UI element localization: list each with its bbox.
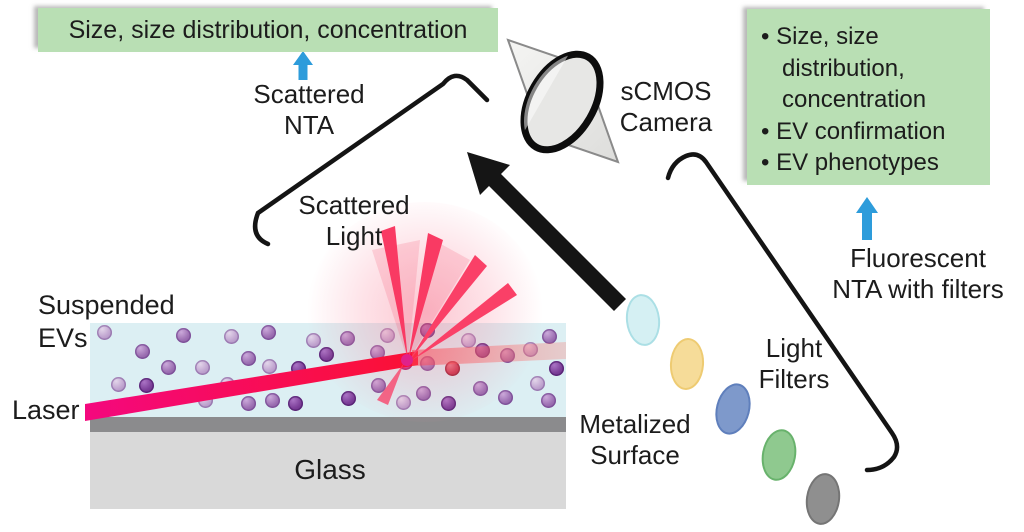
result-bullet: EV confirmation: [761, 116, 980, 148]
green-filter: [757, 426, 801, 484]
yellow-filter: [668, 336, 706, 392]
fluorescent-nta-results-box: Size, size distribution, concentrationEV…: [747, 9, 990, 185]
up-arrow-left-icon: [293, 51, 313, 80]
metalized-surface-label: Metalized Surface: [579, 409, 691, 470]
scattered-results-text: Size, size distribution, concentration: [68, 15, 468, 44]
cyan-filter: [623, 292, 663, 348]
scattered-nta-results-box: Size, size distribution, concentration: [38, 8, 498, 52]
fluorescent-nta-label: Fluorescent NTA with filters: [832, 243, 1004, 304]
metalized-surface-bar: [90, 417, 566, 432]
gray-filter: [802, 470, 844, 528]
light-path-arrow: [467, 152, 626, 311]
scattered-light-label: Scattered Light: [298, 190, 410, 251]
glass-label: Glass: [294, 454, 366, 485]
result-bullet: Size, size distribution, concentration: [761, 21, 980, 116]
blue-filter: [710, 379, 756, 439]
fluorescent-results-list: Size, size distribution, concentrationEV…: [747, 9, 990, 179]
scmos-camera-label: sCMOS Camera: [619, 76, 713, 137]
laser-label: Laser: [12, 395, 80, 425]
glass-slab: [90, 432, 566, 509]
up-arrow-right-icon: [856, 197, 878, 240]
fluorescent-nta-bracket: [665, 152, 900, 473]
light-filters-label: Light Filters: [758, 333, 830, 394]
suspended-evs-label: Suspended EVs: [38, 290, 175, 353]
scattered-nta-label: Scattered NTA: [253, 79, 365, 140]
result-bullet: EV phenotypes: [761, 147, 980, 179]
